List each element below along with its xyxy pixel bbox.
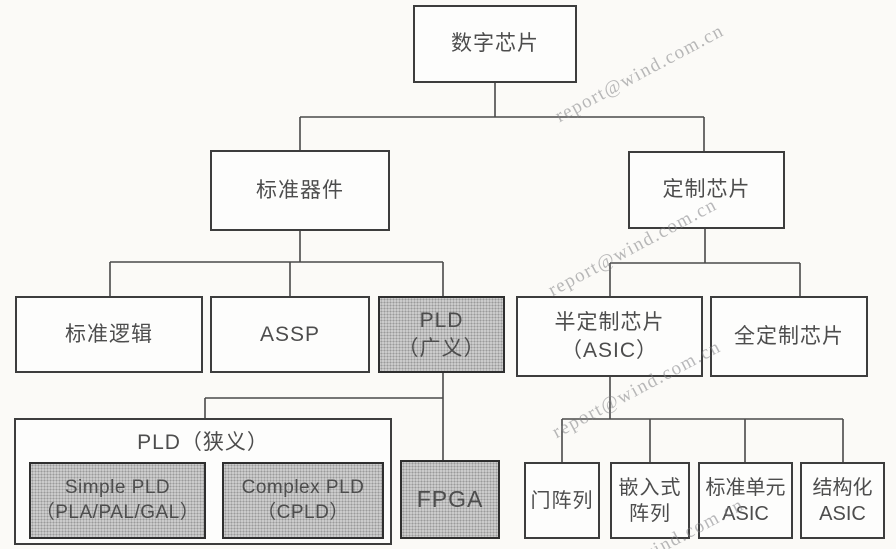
node-label-line2: 阵列 <box>629 502 671 525</box>
node-pld-broad: PLD （广义） <box>378 296 505 373</box>
node-standard-device: 标准器件 <box>210 150 390 231</box>
node-assp: ASSP <box>210 296 370 373</box>
node-label: 门阵列 <box>530 489 594 512</box>
node-digital-chip: 数字芯片 <box>413 5 577 83</box>
node-label-line1: 嵌入式 <box>618 476 682 499</box>
node-label-line2: （CPLD） <box>257 501 349 523</box>
node-standard-logic: 标准逻辑 <box>15 296 203 373</box>
node-label-line1: Simple PLD <box>64 476 171 498</box>
node-label: 数字芯片 <box>451 32 539 56</box>
node-fpga: FPGA <box>400 460 500 539</box>
node-label-line2: （ASIC） <box>560 338 658 362</box>
node-label-line1: PLD <box>419 309 464 333</box>
node-label-line2: ASIC <box>722 502 769 525</box>
node-label-line2: ASIC <box>819 502 866 525</box>
node-label-line1: 结构化 <box>812 476 873 499</box>
node-label: 标准器件 <box>256 178 344 202</box>
node-standard-cell-asic: 标准单元 ASIC <box>698 462 793 539</box>
node-structured-asic: 结构化 ASIC <box>800 462 885 539</box>
node-full-custom: 全定制芯片 <box>710 296 868 377</box>
node-label-line1: 半定制芯片 <box>554 311 665 335</box>
node-custom-chip: 定制芯片 <box>628 151 785 229</box>
node-gate-array: 门阵列 <box>524 462 600 539</box>
node-label: ASSP <box>259 322 321 346</box>
node-embedded-array: 嵌入式 阵列 <box>610 462 690 539</box>
node-label-line2: （广义） <box>397 336 486 360</box>
node-complex-pld: Complex PLD （CPLD） <box>222 462 384 539</box>
node-label: 标准逻辑 <box>65 322 153 346</box>
node-label-line1: 标准单元 <box>705 476 786 499</box>
group-pld-narrow: PLD（狭义） Simple PLD （PLA/PAL/GAL） Complex… <box>14 418 392 545</box>
node-label: 定制芯片 <box>662 178 751 202</box>
node-label: FPGA <box>416 485 484 512</box>
node-label: 全定制芯片 <box>734 324 844 348</box>
group-pld-narrow-title: PLD（狭义） <box>137 431 269 454</box>
node-label-line2: （PLA/PAL/GAL） <box>35 501 200 523</box>
node-semi-custom-asic: 半定制芯片 （ASIC） <box>516 296 703 377</box>
node-label-line1: Complex PLD <box>241 476 365 498</box>
node-simple-pld: Simple PLD （PLA/PAL/GAL） <box>29 462 206 539</box>
